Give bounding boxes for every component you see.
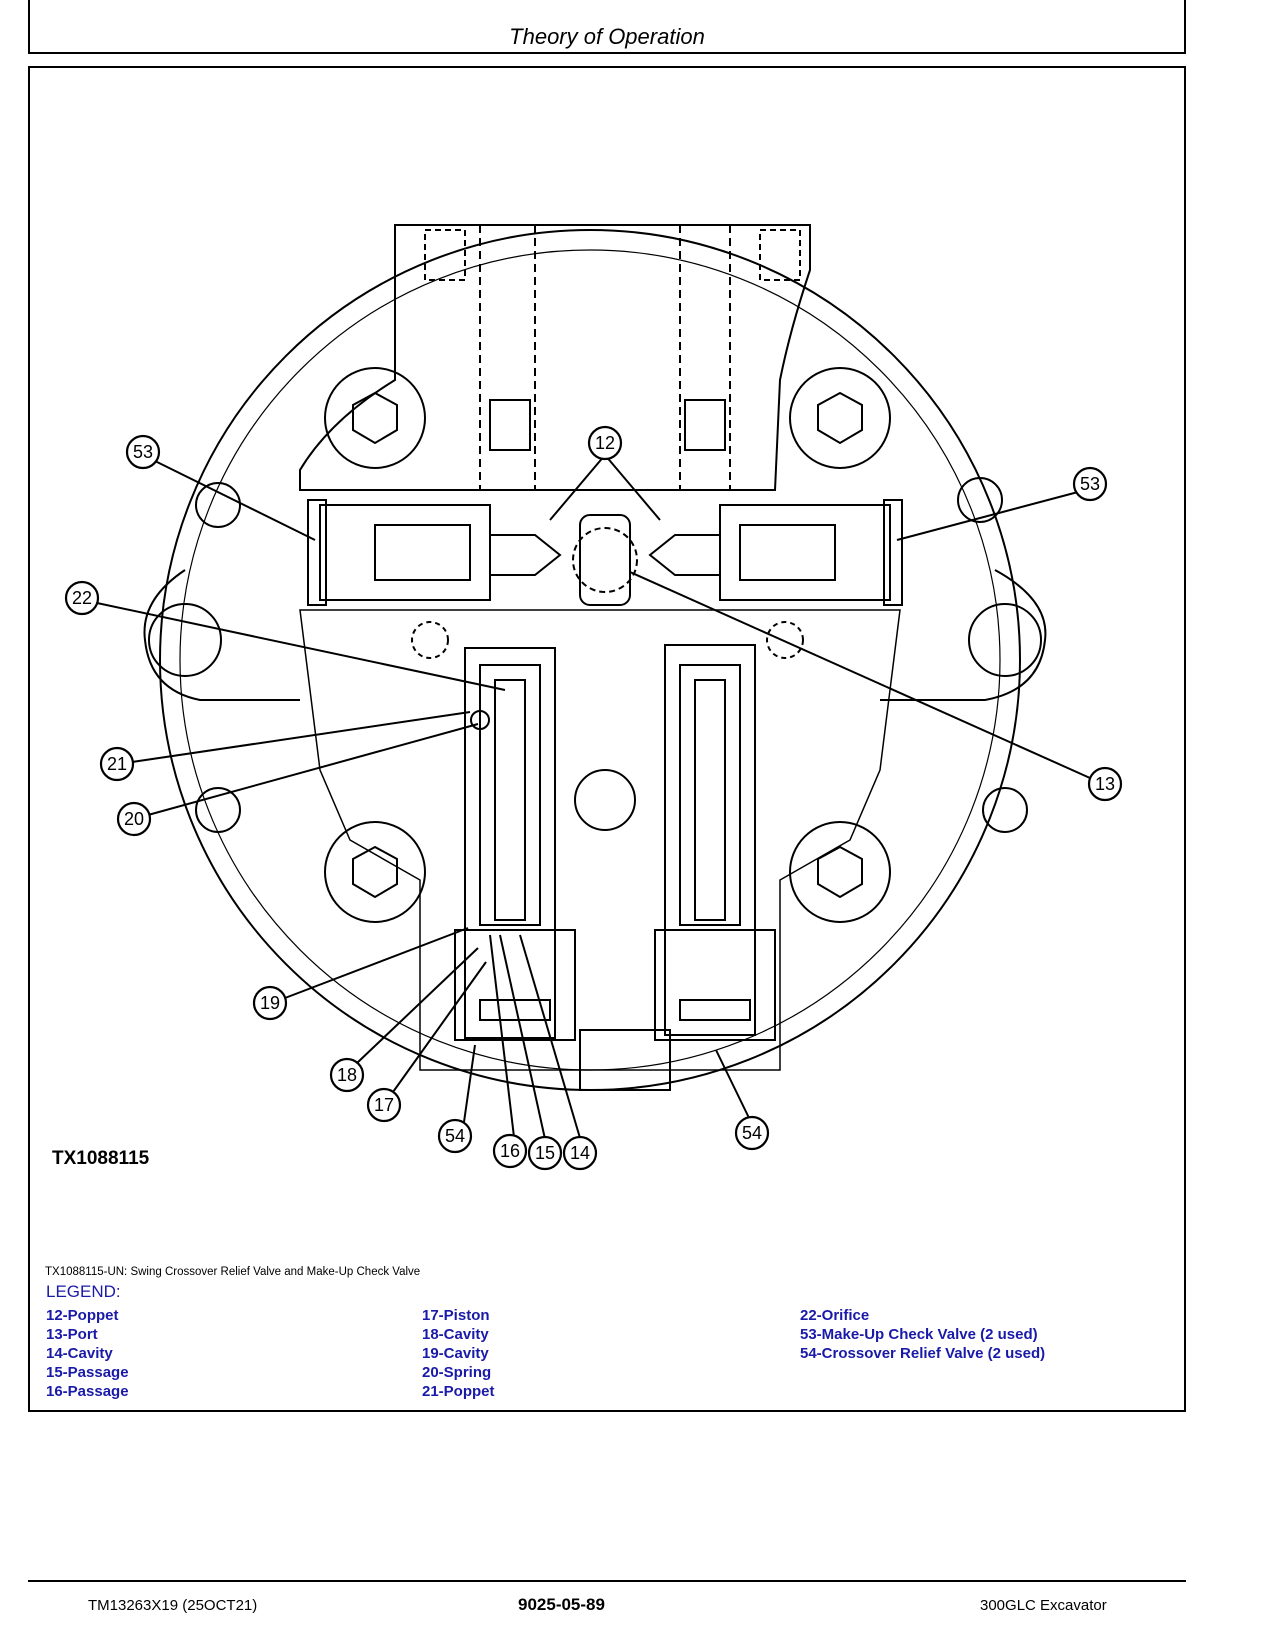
legend-item: 53-Make-Up Check Valve (2 used)	[800, 1326, 1038, 1343]
legend-item: 13-Port	[46, 1326, 98, 1343]
callout-22: 22	[64, 580, 100, 616]
bolt-hole	[982, 787, 1028, 833]
middle-housing	[299, 609, 901, 1071]
footer-document-id: TM13263X19 (25OCT21)	[88, 1597, 258, 1614]
left-relief-valve	[464, 647, 556, 1039]
hex-bolt	[352, 391, 398, 445]
callout-53-left: 53	[125, 434, 161, 470]
svg-text:17: 17	[374, 1095, 394, 1115]
callout-54-right: 54	[734, 1115, 770, 1151]
valve-diagram: 53 12 53 22 21 20 13 19 18 17 54 16 15 1…	[64, 224, 1123, 1171]
bolt-boss	[789, 367, 891, 469]
legend-column-1: 12-Poppet 13-Port 14-Cavity 15-Passage 1…	[46, 1306, 129, 1401]
legend-item: 19-Cavity	[422, 1345, 489, 1362]
right-check-valve-body	[719, 504, 891, 601]
right-relief-valve	[664, 644, 756, 1036]
callout-17: 17	[366, 1087, 402, 1123]
left-check-valve-body	[319, 504, 491, 601]
legend-column-2: 17-Piston 18-Cavity 19-Cavity 20-Spring …	[422, 1306, 495, 1401]
bolt-boss	[789, 821, 891, 923]
svg-text:15: 15	[535, 1143, 555, 1163]
callout-15: 15	[527, 1135, 563, 1171]
bolt-hole	[957, 477, 1003, 523]
svg-text:22: 22	[72, 588, 92, 608]
svg-text:18: 18	[337, 1065, 357, 1085]
svg-text:19: 19	[260, 993, 280, 1013]
bolt-hole	[195, 787, 241, 833]
housing-outer-circle	[159, 229, 1021, 1091]
svg-text:54: 54	[445, 1126, 465, 1146]
legend-item: 12-Poppet	[46, 1307, 119, 1324]
callout-13: 13	[1087, 766, 1123, 802]
svg-text:54: 54	[742, 1123, 762, 1143]
left-poppet	[490, 534, 562, 576]
figure-id: TX1088115	[52, 1148, 150, 1169]
svg-text:16: 16	[500, 1141, 520, 1161]
legend-item: 20-Spring	[422, 1364, 492, 1381]
bolt-boss	[324, 367, 426, 469]
page-header: Theory of Operation	[28, 0, 1186, 54]
footer-model: 300GLC Excavator	[980, 1597, 1107, 1614]
legend-item: 21-Poppet	[422, 1383, 495, 1400]
legend-item: 22-Orifice	[800, 1307, 870, 1324]
legend-column-3: 22-Orifice 53-Make-Up Check Valve (2 use…	[800, 1306, 1045, 1363]
legend-item: 18-Cavity	[422, 1326, 489, 1343]
svg-text:21: 21	[107, 754, 127, 774]
svg-text:53: 53	[1080, 474, 1100, 494]
legend-item: 14-Cavity	[46, 1345, 113, 1362]
right-poppet	[648, 534, 720, 576]
callout-16: 16	[492, 1133, 528, 1169]
legend-item: 16-Passage	[46, 1383, 129, 1400]
callout-53-right: 53	[1072, 466, 1108, 502]
figure-caption: TX1088115-UN: Swing Crossover Relief Val…	[45, 1266, 421, 1278]
svg-text:12: 12	[595, 433, 615, 453]
center-bore	[574, 769, 636, 831]
svg-text:13: 13	[1095, 774, 1115, 794]
figure-frame	[28, 66, 1186, 1412]
callout-18: 18	[329, 1057, 365, 1093]
upper-valve-block	[299, 224, 811, 491]
footer-divider	[28, 1580, 1186, 1582]
legend-item: 17-Piston	[422, 1307, 490, 1324]
callout-14: 14	[562, 1135, 598, 1171]
left-lug	[143, 569, 300, 701]
footer-page-number: 9025-05-89	[518, 1595, 605, 1614]
callout-20: 20	[116, 801, 152, 837]
callout-12: 12	[587, 425, 623, 461]
hex-bolt	[352, 845, 398, 899]
left-lug-hole	[148, 603, 222, 677]
legend-title: LEGEND:	[46, 1282, 121, 1301]
bolt-boss	[324, 821, 426, 923]
callouts: 53 12 53 22 21 20 13 19 18 17 54 16 15 1…	[64, 425, 1123, 1171]
bolt-hole	[195, 482, 241, 528]
svg-text:14: 14	[570, 1143, 590, 1163]
center-port	[579, 514, 631, 606]
right-lug	[880, 569, 1047, 701]
svg-text:20: 20	[124, 809, 144, 829]
hex-bolt	[817, 391, 863, 445]
callout-54-left: 54	[437, 1118, 473, 1154]
page-title: Theory of Operation	[509, 24, 705, 49]
right-lug-hole	[968, 603, 1042, 677]
bottom-block	[579, 1029, 671, 1091]
legend-item: 15-Passage	[46, 1364, 129, 1381]
callout-19: 19	[252, 985, 288, 1021]
housing-inner-circle	[179, 249, 1001, 1071]
legend-item: 54-Crossover Relief Valve (2 used)	[800, 1345, 1046, 1362]
callout-21: 21	[99, 746, 135, 782]
svg-text:53: 53	[133, 442, 153, 462]
